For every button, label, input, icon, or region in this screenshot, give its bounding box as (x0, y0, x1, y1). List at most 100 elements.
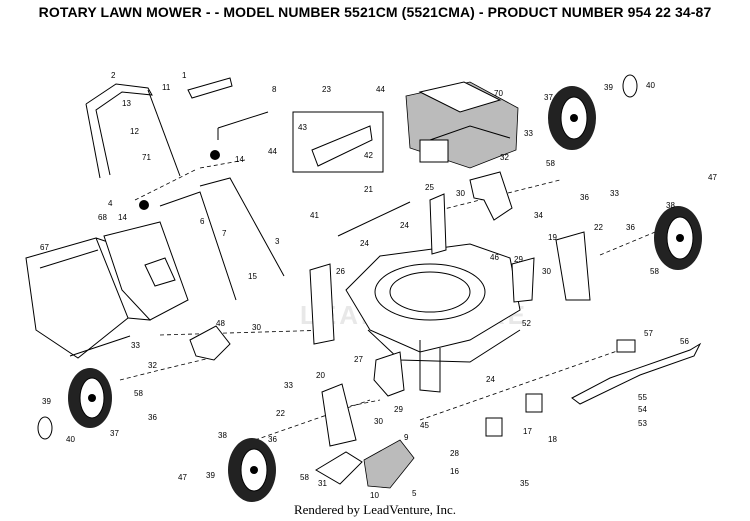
hubcap (37, 416, 53, 440)
height-adjuster (469, 171, 513, 221)
callout: 30 (252, 323, 261, 332)
callout: 22 (594, 223, 603, 232)
callout: 34 (534, 211, 543, 220)
callout: 31 (318, 479, 327, 488)
callout: 29 (394, 405, 403, 414)
callout: 30 (456, 189, 465, 198)
callout: 13 (122, 99, 131, 108)
callout: 15 (248, 272, 257, 281)
callout: 39 (604, 83, 613, 92)
callout: 71 (142, 153, 151, 162)
deflector (511, 257, 535, 303)
callout: 37 (544, 93, 553, 102)
callout: 67 (40, 243, 49, 252)
blade-adapter (616, 339, 636, 353)
callout: 38 (666, 201, 675, 210)
handle-knob (210, 150, 220, 160)
callout: 38 (218, 431, 227, 440)
callout: 48 (216, 319, 225, 328)
callout: 70 (494, 89, 503, 98)
side-bracket (429, 193, 447, 255)
callout: 54 (638, 405, 647, 414)
callout: 25 (425, 183, 434, 192)
callout: 27 (354, 355, 363, 364)
callout: 19 (548, 233, 557, 242)
callout: 7 (222, 229, 227, 238)
callout: 46 (490, 253, 499, 262)
deflector (373, 351, 405, 397)
callout: 2 (111, 71, 116, 80)
callout: 6 (200, 217, 205, 226)
callout: 53 (638, 419, 647, 428)
callout: 56 (680, 337, 689, 346)
callout: 47 (178, 473, 187, 482)
callout: 47 (708, 173, 717, 182)
height-adjuster (189, 325, 231, 361)
callout: 24 (360, 239, 369, 248)
upper-handle (85, 77, 233, 179)
skirt-plate (525, 393, 543, 413)
wheel-rear-left (68, 368, 112, 428)
rear-guard (315, 451, 363, 485)
callout: 21 (364, 185, 373, 194)
callout: 9 (404, 433, 409, 442)
callout: 32 (500, 153, 509, 162)
callout: 58 (300, 473, 309, 482)
skirt-plate (485, 417, 503, 437)
callout: 33 (524, 129, 533, 138)
callout: 14 (235, 155, 244, 164)
callout: 44 (376, 85, 385, 94)
callout: 30 (374, 417, 383, 426)
callout: 11 (162, 83, 171, 92)
callout: 26 (336, 267, 345, 276)
callout: 58 (546, 159, 555, 168)
callout: 24 (486, 375, 495, 384)
engine (405, 81, 519, 169)
callout: 39 (206, 471, 215, 480)
wheel-front-left (228, 438, 276, 502)
callout: 22 (276, 409, 285, 418)
callout: 68 (98, 213, 107, 222)
discharge-chute (363, 439, 415, 489)
callout: 41 (310, 211, 319, 220)
diagram-title: ROTARY LAWN MOWER - - MODEL NUMBER 5521C… (38, 4, 712, 20)
callout: 36 (268, 435, 277, 444)
blade (571, 342, 702, 405)
callout: 30 (542, 267, 551, 276)
callout: 23 (322, 85, 331, 94)
control-bar (217, 111, 269, 129)
callout: 36 (148, 413, 157, 422)
callout: 57 (644, 329, 653, 338)
callout: 40 (66, 435, 75, 444)
callout: 35 (520, 479, 529, 488)
grass-bag (25, 237, 151, 359)
callout: 44 (268, 147, 277, 156)
callout: 14 (118, 213, 127, 222)
mower-deck (345, 243, 521, 393)
rear-flap-bracket (309, 263, 335, 345)
callout: 4 (108, 199, 113, 208)
callout: 36 (626, 223, 635, 232)
callout: 16 (450, 467, 459, 476)
callout: 42 (364, 151, 373, 160)
callout: 33 (610, 189, 619, 198)
wheel-rear-right (548, 86, 596, 150)
callout: 33 (131, 341, 140, 350)
callout: 8 (272, 85, 277, 94)
bag-frame (103, 221, 189, 321)
callout: 43 (298, 123, 307, 132)
callout: 20 (316, 371, 325, 380)
callout: 36 (580, 193, 589, 202)
rear-axle-rod (337, 201, 411, 237)
height-adjuster (321, 383, 357, 447)
callout: 39 (42, 397, 51, 406)
callout: 18 (548, 435, 557, 444)
trailing-shield (311, 125, 373, 167)
callout: 17 (523, 427, 532, 436)
callout: 58 (650, 267, 659, 276)
callout: 33 (284, 381, 293, 390)
callout: 3 (275, 237, 280, 246)
wheel-front-right (654, 206, 702, 270)
callout: 52 (522, 319, 531, 328)
